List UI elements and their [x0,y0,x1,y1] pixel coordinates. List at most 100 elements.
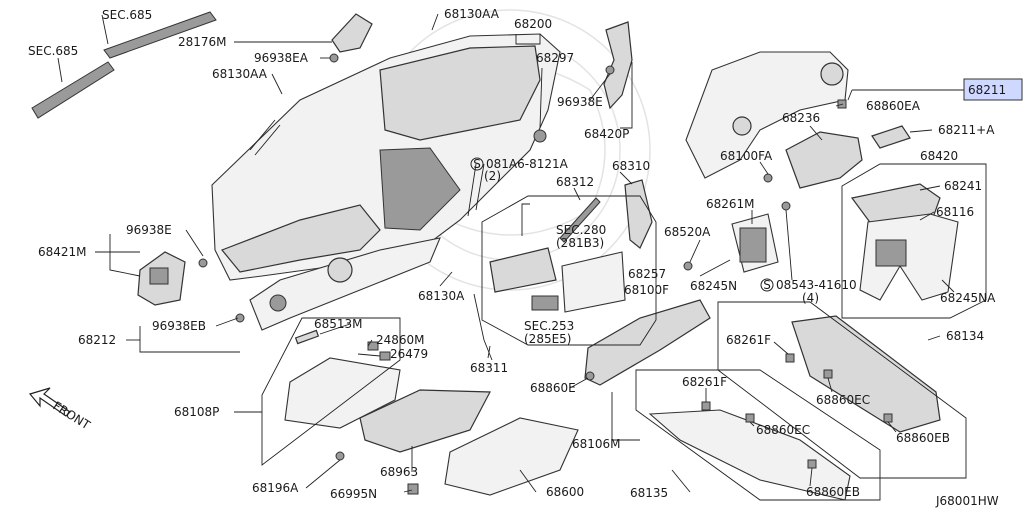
label-68420P: 68420P [584,127,629,141]
front-arrow-icon [28,387,71,417]
label-68420: 68420 [920,149,958,163]
label-96938E-top: 96938E [557,95,603,109]
label-68106M: 68106M [572,437,621,451]
screw-68100FA-part [763,173,773,183]
label-68211A: 68211+A [938,123,995,137]
label-68860EA: 68860EA [866,99,921,113]
label-sec685-b: SEC.685 [28,44,78,58]
label-68245NA: 68245NA [940,291,996,305]
label-96938EB: 96938EB [152,319,206,333]
label-68130AA-top: 68130AA [444,7,500,21]
label-68513M: 68513M [314,317,363,331]
clip-66995N-part [407,483,419,495]
clip-68860EB-b-part [807,459,817,469]
clip-68261F-b-part [701,401,711,411]
group-box-68135 [635,369,881,501]
label-68297: 68297 [536,51,574,65]
bolt-68196A-part [335,451,345,461]
label-96938EA: 96938EA [254,51,309,65]
label-081A6-qty: (2) [484,169,501,183]
label-68212: 68212 [78,333,116,347]
clip-68860EC-b-part [745,413,755,423]
label-68261M: 68261M [706,197,755,211]
finisher-switch-hole [327,257,353,283]
side-cover-vent [149,267,169,285]
label-68257: 68257 [628,267,666,281]
label-sec280: SEC.280 [556,223,606,237]
clip-68261F-a-part [785,353,795,363]
label-68963: 68963 [380,465,418,479]
label-68860E: 68860E [530,381,576,395]
audio-bracket-part [489,247,557,293]
clip-96938E-left-part [198,258,208,268]
label-68261F-b: 68261F [682,375,727,389]
label-24860M: 24860M [376,333,425,347]
label-68421M: 68421M [38,245,87,259]
label-96938E-left: 96938E [126,223,172,237]
group-box-68108P [261,317,401,466]
label-68200: 68200 [514,17,552,31]
glove-box-68600-part [444,417,579,496]
cluster-lid-part [603,21,633,110]
cluster-bracket-68236-part [785,131,863,189]
display-screen [739,227,767,263]
screw-08543-part [781,201,791,211]
clip-96938E-top-part [605,65,615,75]
finisher-68310-part [624,179,653,249]
label-68130AA-left: 68130AA [212,67,268,81]
label-68211: 68211 [968,83,1006,97]
dash-pad-vent-hole [820,62,844,86]
finisher-hole [269,294,287,312]
lower-finisher-left-part [249,237,441,331]
screw-symbol-08543-s: S [763,278,771,292]
label-68860EC-a: 68860EC [816,393,870,407]
audio-unit-68257-part [561,251,626,313]
label-28176M: 28176M [178,35,227,49]
glove-box-case-68963-part [359,389,491,453]
screw-symbol-081A6-s: S [473,157,481,171]
dash-pad-vent-hole-lower [732,116,752,136]
label-08543: 08543-41610 [776,278,857,292]
label-66995N: 66995N [330,487,377,501]
lock-26479-part [379,351,391,361]
label-68116: 68116 [936,205,974,219]
label-68261F-a: 68261F [726,333,771,347]
group-box-68420 [841,163,987,319]
label-sec685-a: SEC.685 [102,8,152,22]
label-08543-qty: (4) [802,291,819,305]
label-68520A: 68520A [664,225,711,239]
clip-68297-part [533,129,547,143]
instrument-panel-center-opening [379,147,461,231]
lower-panel-68134-part [791,315,941,433]
screw-symbol-081A6 [470,157,484,171]
diagram-code: J68001HW [935,494,999,508]
label-68236: 68236 [782,111,820,125]
label-68135: 68135 [630,486,668,500]
instrument-panel-hood-part [379,45,541,141]
label-68196A: 68196A [252,481,299,495]
label-68310: 68310 [612,159,650,173]
clip-96938EB-part [235,313,245,323]
speaker-cover-part [331,13,373,53]
label-front: FRONT [50,399,93,433]
label-68860EC-b: 68860EC [756,423,810,437]
label-68860EB-a: 68860EB [896,431,950,445]
label-68860EB-b: 68860EB [806,485,860,499]
label-68241: 68241 [944,179,982,193]
glove-box-lid-68108P-part [284,357,401,429]
bracket-68312-part [559,197,601,243]
lower-cover-68135-part [648,409,851,501]
clip-68520A-part [683,261,693,271]
highlight-68211 [963,78,1023,101]
label-68100FA: 68100FA [720,149,773,163]
sec253-switch-part [531,295,559,311]
frame-opening [875,239,907,267]
label-68134: 68134 [946,329,984,343]
label-68100F: 68100F [624,283,669,297]
label-sec253: SEC.253 [524,319,574,333]
group-box-sec280 [481,195,657,346]
label-68312: 68312 [556,175,594,189]
clip-68860EC-a-part [823,369,833,379]
defroster-grille-right-part [103,11,217,59]
